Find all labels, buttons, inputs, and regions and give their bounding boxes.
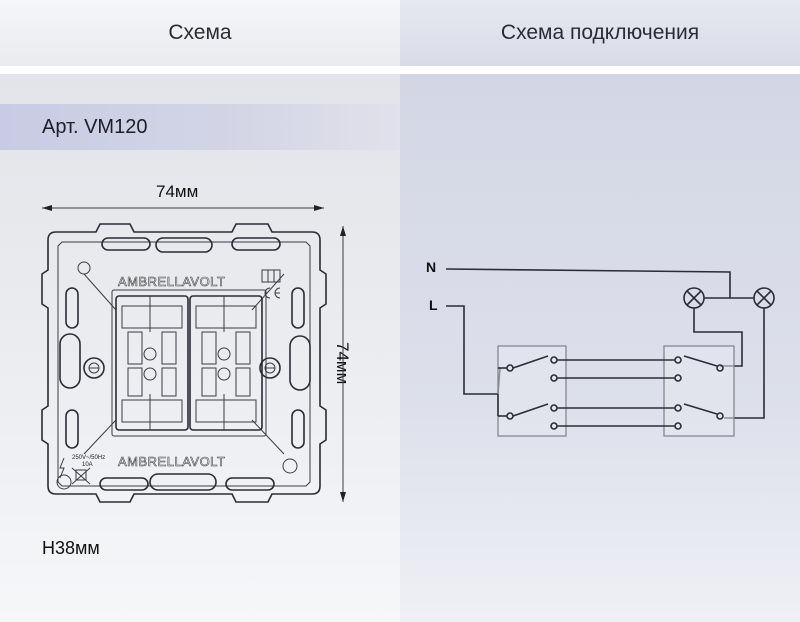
switch-module-right <box>189 295 263 431</box>
slot-top-center <box>155 237 213 253</box>
brand-top: AMBRELLAVOLT <box>118 274 225 289</box>
line-wire <box>446 305 501 395</box>
neutral-wire <box>445 268 731 298</box>
lamp-left-lead <box>693 308 743 367</box>
lamp-right-lead <box>724 308 765 419</box>
rivet-top-left <box>77 261 91 275</box>
slot-right-top <box>291 287 305 329</box>
header-divider <box>0 66 800 74</box>
slot-left-mid <box>59 333 81 389</box>
tab-scheme-label: Схема <box>168 21 232 44</box>
flash-icon <box>59 457 65 479</box>
eac-mark-icon <box>261 269 281 283</box>
rating-line-1: 250V~/50Hz <box>72 455 105 461</box>
ce-mark-icon <box>264 287 281 299</box>
traveler-wires <box>557 359 675 427</box>
frame-inner <box>57 241 311 487</box>
lamp-right-icon <box>753 287 775 309</box>
slot-left-bottom <box>65 409 79 449</box>
switch-module-left <box>115 295 189 431</box>
slot-bottom-center <box>149 473 217 491</box>
width-dimension-label: 74мм <box>156 182 199 201</box>
rivet-bottom-left <box>56 474 72 490</box>
tab-scheme[interactable]: Схема <box>0 0 400 66</box>
scheme-panel <box>0 74 400 622</box>
article-number: Арт. VM120 <box>42 116 148 138</box>
rating-line-2: 10A <box>82 462 93 468</box>
mechanism-housing <box>111 289 267 437</box>
depth-dimension-label: Н38мм <box>42 538 100 558</box>
frame-outline <box>41 223 327 503</box>
width-dimension-line <box>42 205 324 211</box>
slot-bottom-right <box>225 477 275 491</box>
mechanism-drawing: AMBRELLAVOLT AMBRELLAVOLT 250V~/50Hz 10A <box>41 205 346 503</box>
article-band <box>0 104 400 150</box>
neutral-label: N <box>426 259 437 275</box>
disposal-bin-icon <box>71 467 91 485</box>
slot-top-right <box>231 237 281 251</box>
switch-right-contacts <box>674 355 724 430</box>
slot-bottom-left <box>99 477 149 491</box>
tab-connection-scheme-label: Схема подключения <box>500 21 700 44</box>
lamp-left-icon <box>683 287 705 309</box>
height-dimension-line <box>340 226 346 502</box>
tab-connection-scheme[interactable]: Схема подключения <box>400 0 800 66</box>
wiring-diagram <box>445 268 775 437</box>
slot-right-mid <box>289 335 311 391</box>
screw-left <box>83 357 105 379</box>
slot-left-top <box>65 287 79 329</box>
brand-bottom: AMBRELLAVOLT <box>118 454 225 469</box>
slot-top-left <box>101 237 151 251</box>
switch-box-left[interactable] <box>497 345 567 437</box>
line-label: L <box>429 297 438 313</box>
rivet-bottom-right <box>282 458 298 474</box>
screw-right <box>259 357 281 379</box>
slot-right-bottom <box>291 409 305 449</box>
